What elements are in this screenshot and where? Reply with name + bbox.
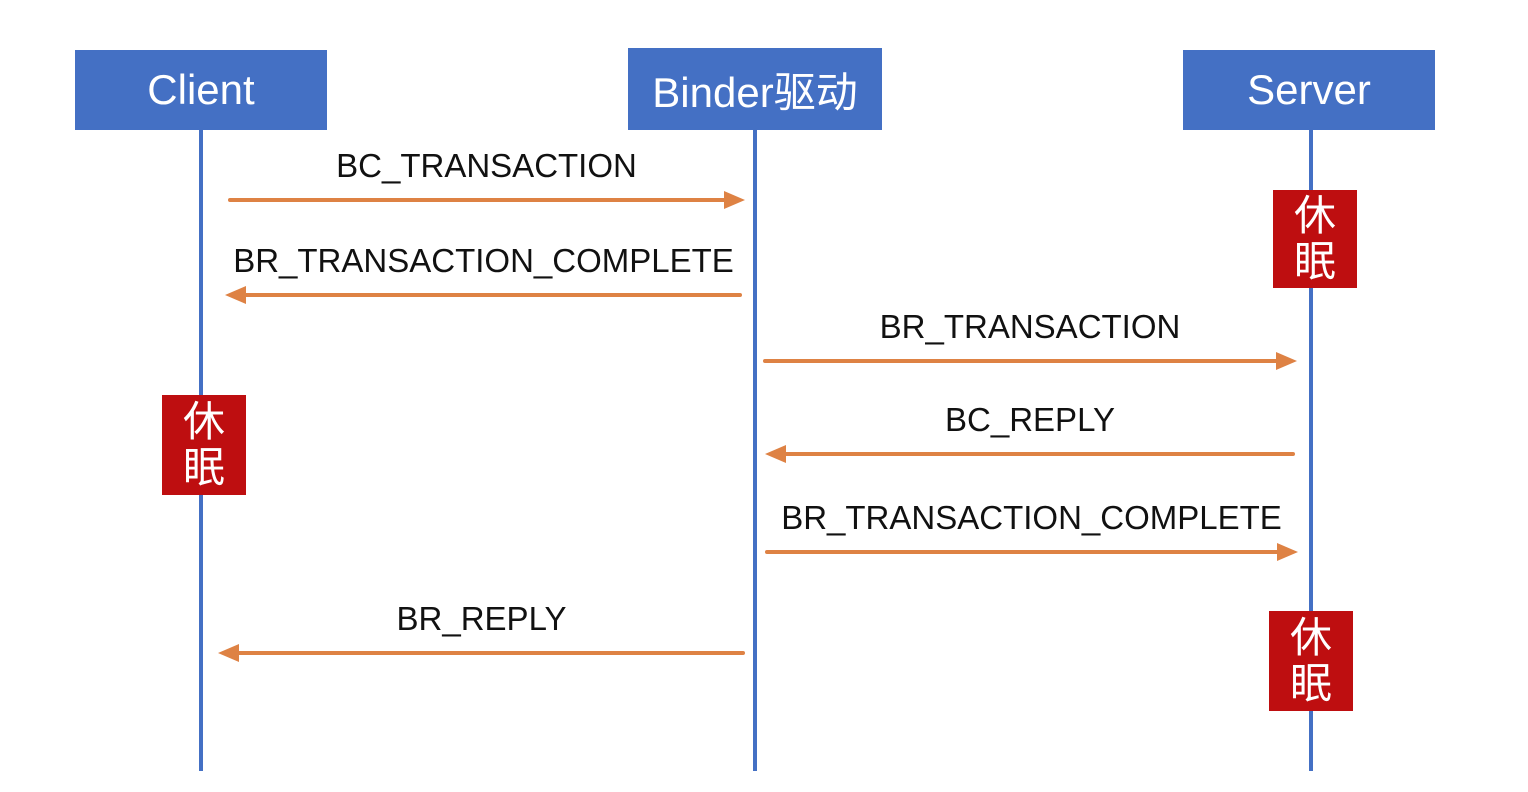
- arrow-head-icon: [765, 445, 786, 463]
- message-label: BR_REPLY: [396, 600, 567, 637]
- message-label: BC_TRANSACTION: [336, 147, 637, 184]
- message-br-transaction-complete-client: BR_TRANSACTION_COMPLETE: [225, 240, 742, 304]
- arrow-left-icon: [218, 644, 745, 662]
- message-bc-transaction: BC_TRANSACTION: [228, 145, 745, 209]
- actor-server: Server: [1183, 50, 1435, 130]
- message-br-transaction-complete-server: BR_TRANSACTION_COMPLETE: [765, 497, 1298, 561]
- arrow-head-icon: [1276, 352, 1297, 370]
- actor-binder-driver-label: Binder驱动: [652, 68, 858, 116]
- arrow-head-icon: [225, 286, 246, 304]
- sleep-label: 休眠: [1293, 191, 1336, 285]
- arrow-head-icon: [218, 644, 239, 662]
- arrow-right-icon: [763, 352, 1297, 370]
- arrow-right-icon: [228, 191, 745, 209]
- message-bc-reply: BC_REPLY: [765, 399, 1295, 463]
- message-br-transaction: BR_TRANSACTION: [763, 306, 1297, 370]
- actor-server-label: Server: [1247, 66, 1371, 113]
- arrow-line: [228, 198, 730, 202]
- arrow-line: [233, 651, 745, 655]
- arrow-line: [780, 452, 1295, 456]
- arrow-head-icon: [1277, 543, 1298, 561]
- lifeline-server: [1309, 129, 1313, 771]
- arrow-left-icon: [225, 286, 742, 304]
- message-label: BR_TRANSACTION: [879, 308, 1181, 345]
- actor-binder-driver: Binder驱动: [628, 48, 882, 130]
- actor-client: Client: [75, 50, 327, 130]
- sleep-marker-server-1: 休眠: [1273, 190, 1357, 288]
- arrow-right-icon: [765, 543, 1298, 561]
- arrow-line: [240, 293, 742, 297]
- sleep-marker-client: 休眠: [162, 395, 246, 495]
- sleep-label: 休眠: [182, 397, 225, 491]
- sleep-label: 休眠: [1289, 613, 1332, 707]
- arrow-line: [765, 550, 1283, 554]
- lifeline-binder-driver: [753, 129, 757, 771]
- actor-client-label: Client: [147, 66, 255, 113]
- message-label: BC_REPLY: [945, 401, 1115, 438]
- message-label: BR_TRANSACTION_COMPLETE: [781, 499, 1282, 536]
- arrow-line: [763, 359, 1282, 363]
- arrow-head-icon: [724, 191, 745, 209]
- message-label: BR_TRANSACTION_COMPLETE: [233, 242, 734, 279]
- sleep-marker-server-2: 休眠: [1269, 611, 1353, 711]
- arrow-left-icon: [765, 445, 1295, 463]
- message-br-reply: BR_REPLY: [218, 598, 745, 662]
